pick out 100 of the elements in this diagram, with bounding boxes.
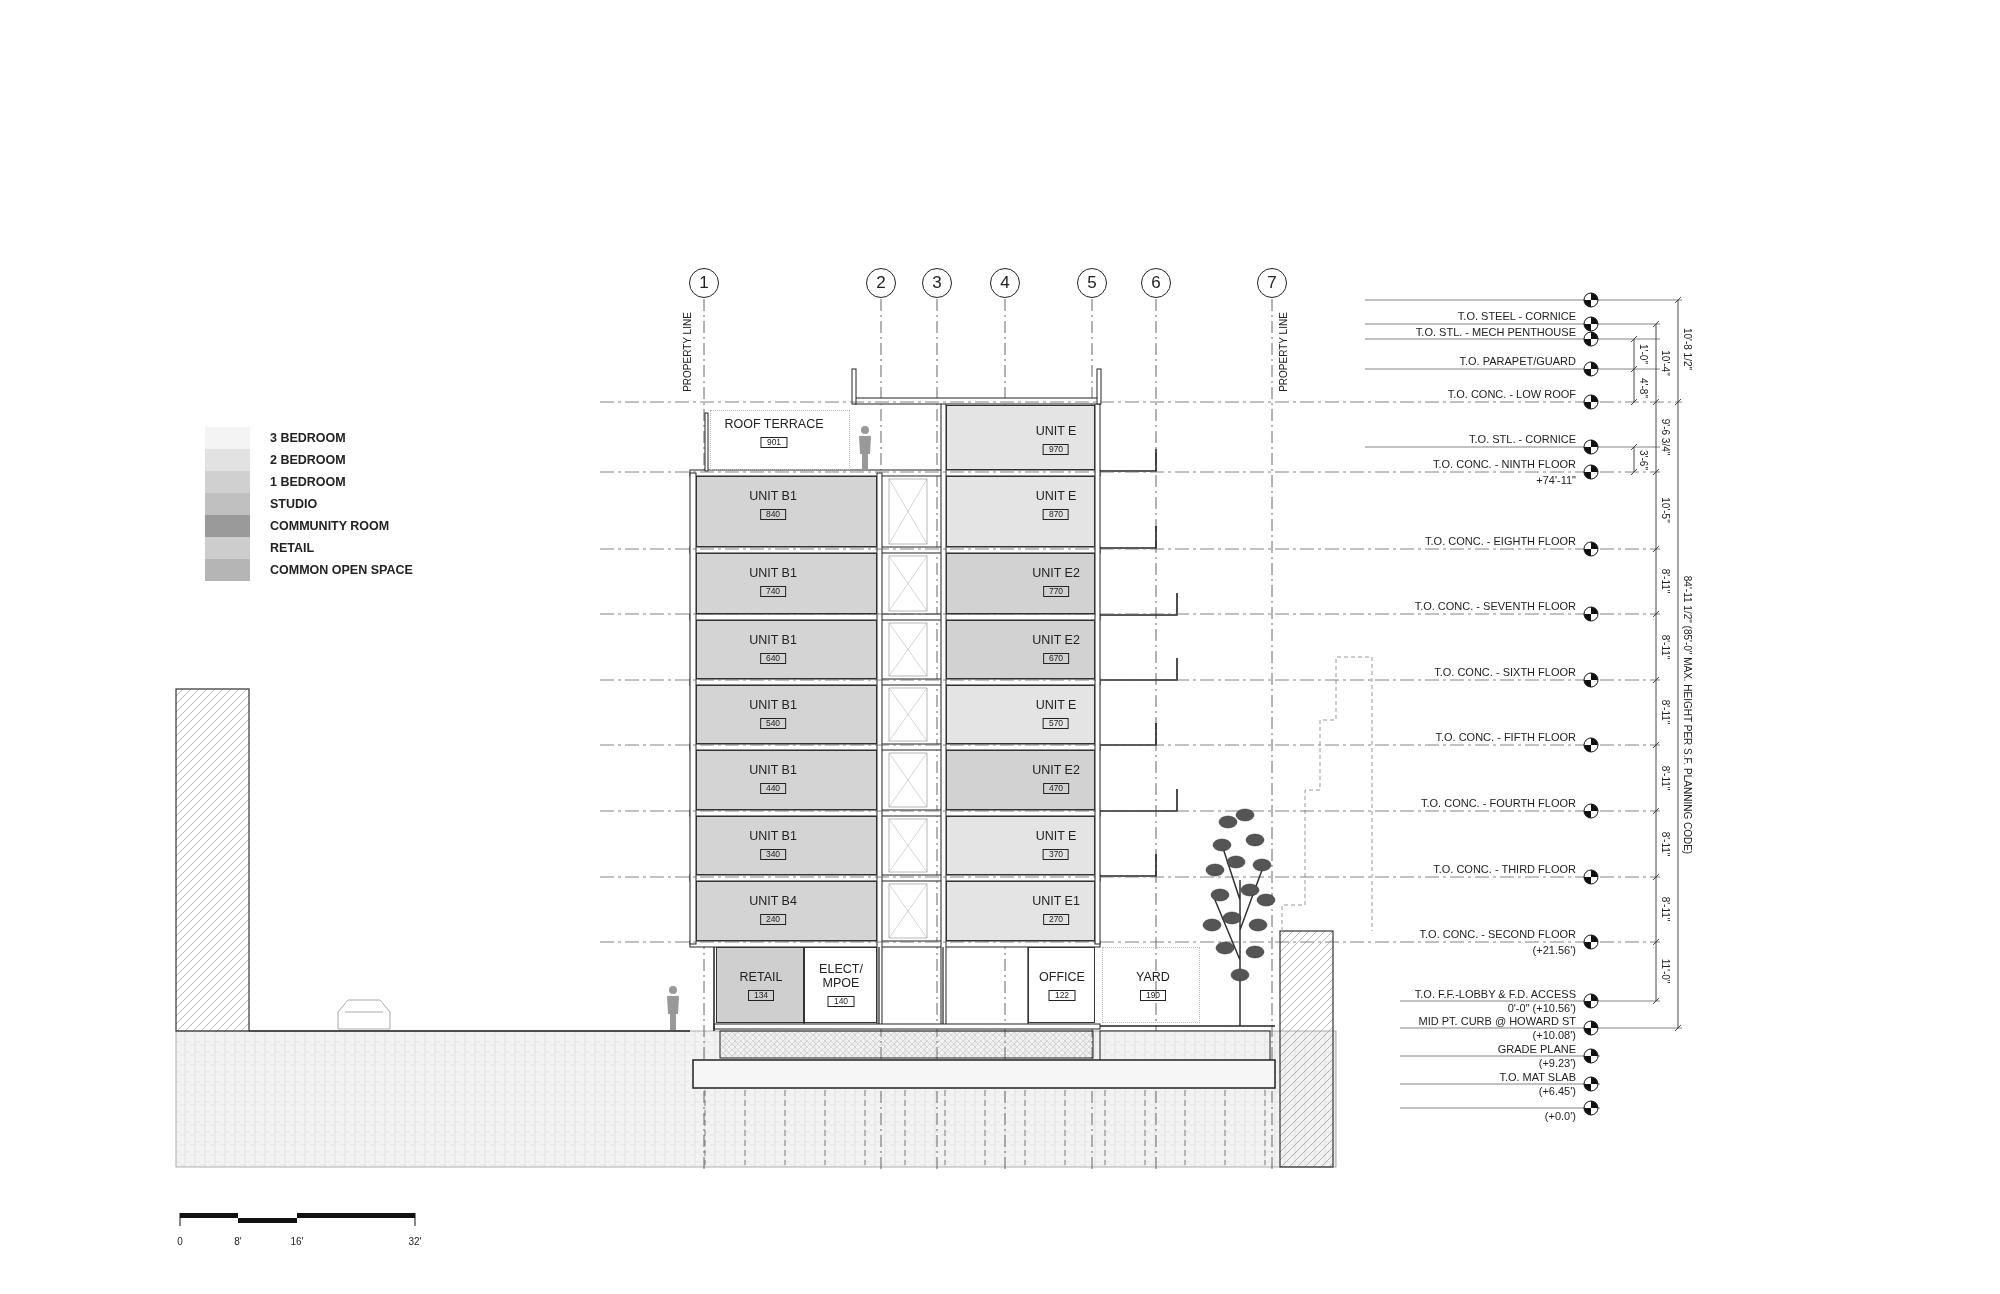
level-label: T.O. MAT SLAB [1499, 1071, 1576, 1083]
elevation-label: (+9.23') [1538, 1057, 1576, 1069]
dimension-text: 10'-8 1/2" [1681, 327, 1693, 371]
room-name: UNIT B1 [749, 489, 797, 503]
level-label: T.O. CONC. - FIFTH FLOOR [1435, 731, 1576, 743]
dimension-text: 9'-6 3/4" [1659, 418, 1671, 456]
level-label: T.O. CONC. - SEVENTH FLOOR [1414, 600, 1576, 612]
room-number: 970 [1042, 444, 1070, 455]
level-label: T.O. CONC. - LOW ROOF [1447, 388, 1576, 400]
room-name: ROOF TERRACE [724, 417, 824, 431]
grid-bubble: 5 [1077, 268, 1107, 298]
room-name: UNIT E [1035, 424, 1077, 438]
room-name: OFFICE [1038, 970, 1086, 984]
room-area [716, 947, 804, 1023]
room-area [946, 816, 1095, 875]
room-area [946, 476, 1095, 547]
room-area [696, 881, 877, 941]
room-name: ELECT/ MPOE [818, 962, 864, 990]
room-number: 190 [1139, 990, 1167, 1001]
room-area [1028, 947, 1095, 1023]
level-label: GRADE PLANE [1497, 1043, 1576, 1055]
dimension-text: 4'-8" [1637, 378, 1649, 398]
legend-label: 3 BEDROOM [270, 431, 346, 445]
level-label: T.O. CONC. - FOURTH FLOOR [1420, 797, 1576, 809]
level-label: T.O. CONC. - SIXTH FLOOR [1434, 666, 1576, 678]
room-area [696, 816, 877, 875]
legend-label: RETAIL [270, 541, 315, 555]
dimension-text: 10'-5" [1659, 497, 1671, 523]
room-number: 370 [1042, 849, 1070, 860]
room-area [946, 685, 1095, 744]
property-line-label: PROPERTY LINE [1277, 312, 1289, 392]
legend-label: 1 BEDROOM [270, 475, 346, 489]
room-name: UNIT E1 [1032, 894, 1080, 908]
elevation-label: (+0.0') [1544, 1110, 1576, 1122]
dimension-text: 8'-11" [1659, 568, 1671, 594]
dimension-text: 3'-6" [1637, 450, 1649, 470]
level-label: T.O. CONC. - SECOND FLOOR [1419, 928, 1576, 940]
property-line-label: PROPERTY LINE [681, 312, 693, 392]
scale-label: 32' [408, 1236, 422, 1248]
room-name: UNIT E2 [1032, 566, 1080, 580]
dimension-text: 10'-4" [1659, 350, 1671, 376]
room-number: 540 [759, 718, 787, 729]
scale-label: 8' [234, 1236, 242, 1248]
room-name: UNIT E2 [1032, 763, 1080, 777]
yard-area [1102, 947, 1200, 1023]
room-area [696, 750, 877, 810]
room-number: 470 [1042, 783, 1070, 794]
room-number: 740 [759, 586, 787, 597]
room-area [946, 750, 1095, 810]
level-label: T.O. CONC. - NINTH FLOOR [1433, 458, 1576, 470]
room-name: UNIT B4 [749, 894, 797, 908]
level-label: T.O. CONC. - EIGHTH FLOOR [1425, 535, 1576, 547]
room-number: 270 [1042, 914, 1070, 925]
room-name: YARD [1135, 970, 1171, 984]
level-label: MID PT. CURB @ HOWARD ST [1418, 1015, 1576, 1027]
level-label: T.O. F.F.-LOBBY & F.D. ACCESS [1414, 988, 1576, 1000]
elevation-label: (+6.45') [1538, 1085, 1576, 1097]
legend-label: STUDIO [270, 497, 318, 511]
room-area [946, 620, 1095, 679]
grid-bubble: 3 [922, 268, 952, 298]
room-name: UNIT B1 [749, 633, 797, 647]
grid-bubble: 7 [1257, 268, 1287, 298]
dimension-text: 8'-11" [1659, 831, 1671, 857]
room-area [946, 405, 1095, 470]
room-number: 240 [759, 914, 787, 925]
elevation-label: 0'-0" (+10.56') [1507, 1002, 1576, 1014]
legend-label: COMMON OPEN SPACE [270, 563, 413, 577]
scale-label: 0 [177, 1236, 183, 1248]
level-label: T.O. CONC. - THIRD FLOOR [1433, 863, 1576, 875]
room-number: 440 [759, 783, 787, 794]
room-area [804, 947, 877, 1023]
room-name: UNIT B1 [749, 763, 797, 777]
room-number: 640 [759, 653, 787, 664]
level-label: T.O. STL. - MECH PENTHOUSE [1415, 326, 1576, 338]
grid-bubble: 4 [990, 268, 1020, 298]
room-number: 134 [747, 990, 775, 1001]
dimension-text: 8'-11" [1659, 765, 1671, 791]
room-number: 340 [759, 849, 787, 860]
dimension-text: 8'-11" [1659, 634, 1671, 660]
room-number: 570 [1042, 718, 1070, 729]
room-area [946, 881, 1095, 941]
room-area [696, 553, 877, 614]
room-name: UNIT E [1035, 489, 1077, 503]
room-area [696, 476, 877, 547]
room-name: UNIT E2 [1032, 633, 1080, 647]
room-number: 670 [1042, 653, 1070, 664]
room-name: UNIT E [1035, 829, 1077, 843]
dimension-text: 8'-11" [1659, 699, 1671, 725]
dimension-text: 84'-11 1/2" (85'-0" MAX. HEIGHT PER S.F. PLANNING CODE) [1681, 575, 1693, 855]
room-number: 840 [759, 509, 787, 520]
level-label: T.O. STL. - CORNICE [1469, 433, 1576, 445]
room-number: 770 [1042, 586, 1070, 597]
room-number: 901 [760, 437, 788, 448]
level-label: T.O. STEEL - CORNICE [1457, 310, 1576, 322]
dimension-text: 8'-11" [1659, 896, 1671, 922]
room-number: 140 [827, 996, 855, 1007]
elevation-label: +74'-11" [1536, 474, 1576, 486]
room-number: 122 [1048, 990, 1076, 1001]
elevation-label: (+10.08') [1532, 1029, 1576, 1041]
level-label: T.O. PARAPET/GUARD [1459, 355, 1576, 367]
